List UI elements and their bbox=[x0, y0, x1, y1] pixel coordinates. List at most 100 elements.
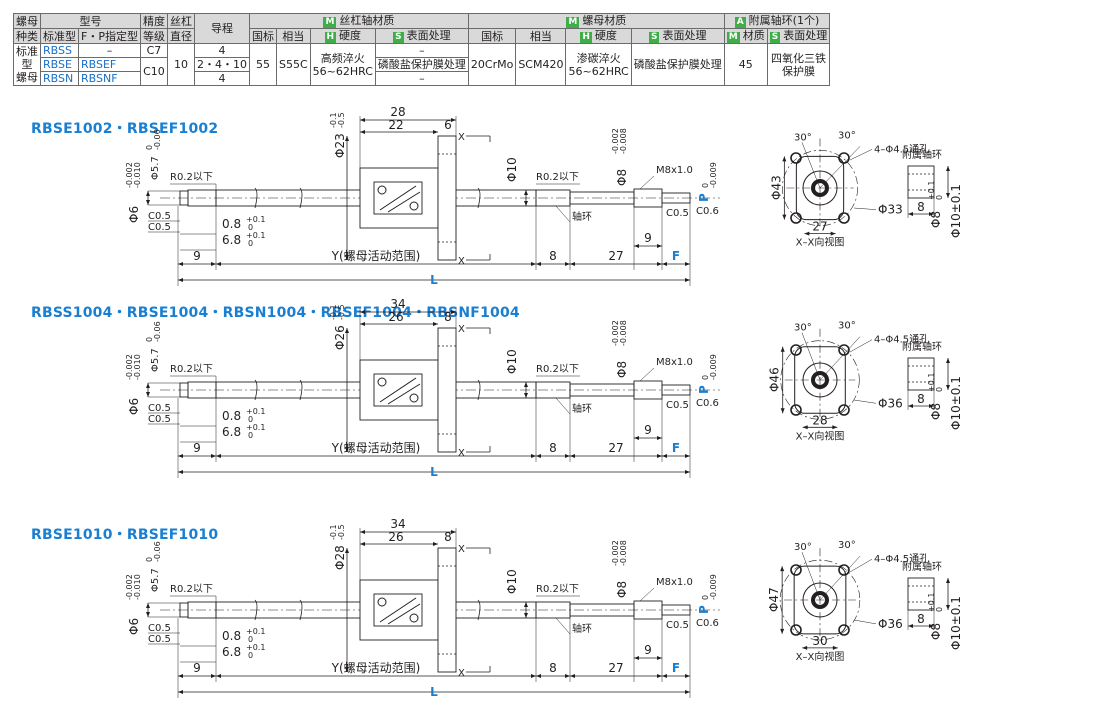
kind-1: 标准 bbox=[16, 45, 38, 58]
dim-flange-od-tol-bot: -0.5 bbox=[337, 524, 346, 540]
dim-shaft-dia-line-arrow-b bbox=[524, 201, 528, 206]
dim-stroke-text: Y(螺母活动范围) bbox=[331, 441, 421, 455]
view-dim-width-arrow-r bbox=[830, 231, 836, 236]
hdr-s-hard-text: 硬度 bbox=[339, 29, 362, 42]
view-pcd-label: Φ33 bbox=[878, 203, 903, 217]
dim-27-arrow-r bbox=[657, 262, 662, 266]
dim-groove-tol-top: +0.1 bbox=[246, 407, 265, 416]
break-mark-right bbox=[477, 379, 481, 401]
ring-dim-od-arrow-t bbox=[946, 578, 950, 583]
view-dim-height-arrow-t bbox=[780, 346, 785, 352]
dim-9-right-arrow-r bbox=[657, 244, 662, 248]
dim-27-arrow-l bbox=[570, 454, 575, 458]
kind-3: 螺母 bbox=[16, 71, 38, 84]
dim-nut-body-arrow-r bbox=[433, 322, 438, 326]
view-holes-leader bbox=[849, 149, 873, 161]
ring-dia-tol-top: +0.1 bbox=[927, 181, 936, 200]
screw-surf-dash-2: – bbox=[374, 71, 469, 86]
hdr-r-surf-text: 表面处理 bbox=[783, 29, 828, 42]
model-rbsn: RBSN bbox=[40, 71, 79, 86]
tag-a: A bbox=[734, 17, 746, 28]
view-dim-height-arrow-b bbox=[782, 214, 787, 220]
drawing-title-3: RBSE1010・RBSEF1010 bbox=[31, 527, 219, 543]
dim-total-arrow-r bbox=[685, 278, 690, 282]
dim-flange-text: 8 bbox=[444, 530, 452, 544]
hdr-kind: 种类 bbox=[13, 28, 41, 44]
label-thread: M8x1.0 bbox=[656, 357, 693, 368]
hdr-r-mat-text: 材质 bbox=[742, 29, 765, 42]
view-angle-line-1 bbox=[801, 142, 821, 189]
view-holes-leader bbox=[849, 558, 873, 573]
ring-dim-od-arrow-t bbox=[946, 358, 950, 363]
view-label: X–X向视图 bbox=[796, 429, 845, 442]
dim-groove-tol-bot: 0 bbox=[248, 635, 253, 644]
dim-9-left-arrow-l bbox=[178, 674, 183, 678]
dim-left-tol-bot: -0.010 bbox=[133, 162, 142, 188]
ring-dim-od-arrow-b bbox=[946, 605, 950, 610]
dim-9-left-arrow-l bbox=[178, 262, 183, 266]
nut-body bbox=[359, 579, 439, 641]
nut-flange bbox=[437, 547, 457, 673]
label-c06: C0.6 bbox=[696, 618, 719, 629]
dim-9-right-text: 9 bbox=[644, 423, 652, 437]
dim-groove-tol-bot: 0 bbox=[248, 415, 253, 424]
leader-thread bbox=[639, 175, 655, 190]
view-pcd-leader bbox=[853, 207, 877, 210]
dim-flange-od-tol-bot: -0.5 bbox=[337, 112, 346, 128]
ring-surf-2: 保护膜 bbox=[781, 64, 815, 78]
dim-27-arrow-l bbox=[570, 262, 575, 266]
dim-left-dia-line-arrow-b bbox=[146, 392, 150, 397]
view-angle-line-1 bbox=[801, 332, 821, 381]
dim-stroke-arrow-r bbox=[531, 262, 536, 266]
dim-shaft-dia-line-arrow-t bbox=[524, 190, 528, 195]
dim-total-arrow-r bbox=[685, 470, 690, 474]
label-r02-right: R0.2以下 bbox=[536, 584, 579, 595]
dim-left-step-tol-top: 0 bbox=[145, 337, 154, 342]
leader-collar bbox=[555, 617, 571, 635]
view-hole-4 bbox=[838, 212, 850, 224]
label-c06: C0.6 bbox=[696, 206, 719, 217]
hdr-nut: 螺母 bbox=[13, 13, 41, 29]
view-dim-height-text: Φ46 bbox=[768, 367, 782, 392]
lead-2: 2・4・10 bbox=[193, 57, 250, 72]
view-hole-4 bbox=[838, 404, 850, 416]
hdr-n-gb: 国标 bbox=[467, 28, 517, 44]
nut-hatch-2 bbox=[387, 603, 421, 625]
break-mark-left bbox=[254, 379, 258, 401]
section-x-label-top: X bbox=[458, 324, 465, 335]
dim-f-arrow-r bbox=[685, 674, 690, 678]
view-angle-2: 30° bbox=[838, 540, 856, 551]
dim-nut-total-text: 28 bbox=[390, 105, 405, 119]
view-holes-leader bbox=[849, 339, 873, 353]
dim-groove: 0.8 bbox=[222, 409, 241, 423]
ring-dia-tol-bot: 0 bbox=[935, 195, 944, 200]
view-bolt-circle bbox=[780, 340, 860, 420]
nut-window bbox=[373, 593, 423, 627]
nut-gb: 20CrMo bbox=[467, 43, 517, 86]
dim-right-dia: Φ8 bbox=[615, 361, 629, 378]
label-c05-right: C0.5 bbox=[666, 400, 689, 411]
nut-hard-1: 渗碳淬火 bbox=[576, 51, 621, 65]
dim-total-arrow-l bbox=[178, 690, 183, 694]
label-thread: M8x1.0 bbox=[656, 165, 693, 176]
dim-left-dia-line-arrow-t bbox=[146, 383, 150, 388]
dim-flange-text: 8 bbox=[444, 310, 452, 324]
view-angle-1: 30° bbox=[794, 542, 812, 553]
hdr-n-surf-text: 表面处理 bbox=[662, 29, 707, 42]
ring-body bbox=[907, 357, 935, 391]
dim-left-step-tol-bot: -0.06 bbox=[153, 129, 162, 150]
hdr-accuracy: 精度 bbox=[139, 13, 168, 29]
nut-hatch-1 bbox=[379, 377, 417, 403]
ring-dim-len-arrow-r bbox=[929, 404, 934, 408]
dim-left-dia-line-arrow-t bbox=[146, 191, 150, 196]
label-c05-right: C0.5 bbox=[666, 620, 689, 631]
dim-nut-body-arrow-r bbox=[433, 130, 438, 134]
dim-stroke-text: Y(螺母活动范围) bbox=[331, 249, 421, 263]
view-pcd-label: Φ36 bbox=[878, 396, 903, 410]
